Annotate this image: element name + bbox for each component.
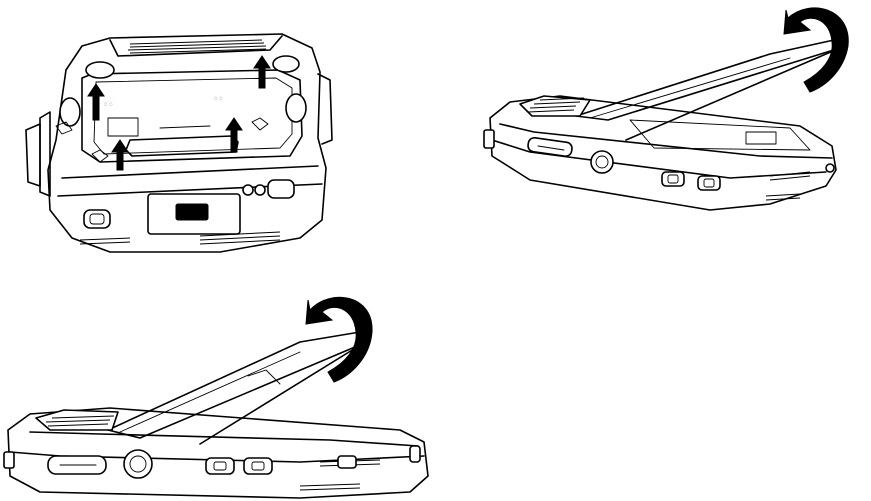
curved-rotate-arrow-icon xyxy=(305,296,373,383)
curved-rotate-arrow-icon xyxy=(783,7,849,93)
cover-lift-drawing-1 xyxy=(483,7,849,211)
top-grille xyxy=(127,39,267,54)
grille xyxy=(35,409,119,431)
svg-text:◌ ◌: ◌ ◌ xyxy=(104,102,113,108)
bottom-vents xyxy=(79,231,281,245)
up-arrow-icon xyxy=(111,139,129,171)
vents xyxy=(765,171,811,201)
illustration-device-top-view: ◌ ◌ ◌ ◌ xyxy=(0,0,340,270)
knob xyxy=(123,449,153,479)
illustration-cover-lift-1 xyxy=(470,0,871,220)
knob xyxy=(590,150,614,174)
svg-text:◌ ◌: ◌ ◌ xyxy=(214,96,223,102)
up-arrow-icon xyxy=(253,55,271,89)
grille xyxy=(519,95,591,117)
cover-lift-drawing-2 xyxy=(3,296,429,499)
up-arrow-icon xyxy=(225,117,243,153)
side-button-left xyxy=(83,209,111,229)
up-arrow-icon xyxy=(87,83,105,121)
illustration-cover-lift-2 xyxy=(0,280,440,501)
side-button-right xyxy=(267,179,295,199)
device-top-view-drawing: ◌ ◌ ◌ ◌ xyxy=(25,33,333,253)
corner-mounts xyxy=(59,55,307,127)
